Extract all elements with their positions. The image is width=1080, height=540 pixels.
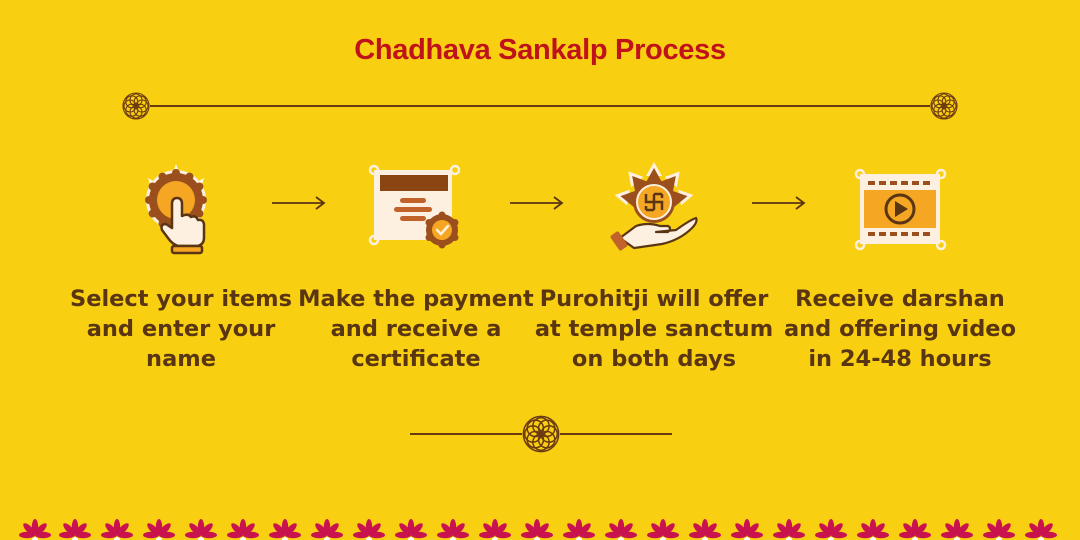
page-title: Chadhava Sankalp Process xyxy=(354,34,726,66)
arrow-right-icon xyxy=(510,196,564,210)
step-3-text: Purohitji will offer at temple sanctum o… xyxy=(534,286,774,372)
flower-border xyxy=(19,519,1057,540)
arrow-right-icon xyxy=(272,196,326,210)
step-2-text: Make the payment and receive a certifica… xyxy=(298,286,534,372)
step-1-text: Select your items and enter your name xyxy=(69,286,292,372)
divider-line xyxy=(150,105,930,107)
step-4-text: Receive darshan and offering video in 24… xyxy=(783,286,1017,372)
top-divider xyxy=(122,92,958,120)
divider-line xyxy=(410,433,522,435)
rosette-icon xyxy=(930,92,958,120)
hand-pointer-icon xyxy=(145,164,207,255)
rosette-icon xyxy=(122,92,150,120)
certificate-icon xyxy=(368,164,461,249)
bottom-divider xyxy=(410,414,672,454)
swastik-offering-icon xyxy=(610,162,698,251)
divider-line xyxy=(560,433,672,435)
rosette-icon xyxy=(522,415,560,453)
video-play-icon xyxy=(854,168,947,251)
arrow-right-icon xyxy=(752,196,806,210)
